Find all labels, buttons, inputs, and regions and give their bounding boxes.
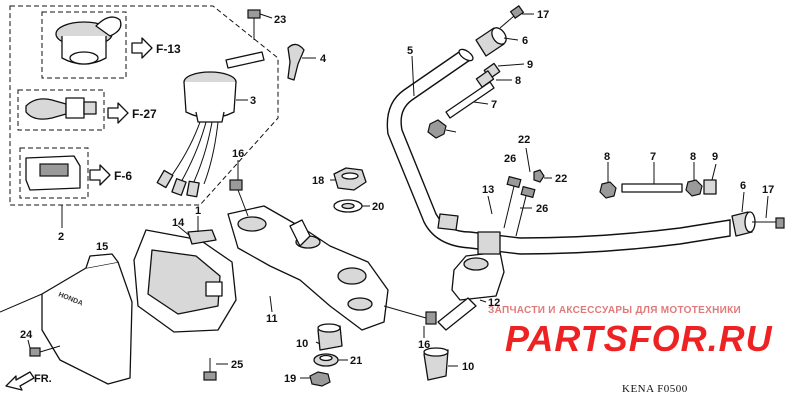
- inset-key-cap-box: [41, 11, 127, 79]
- ignition-cap-part: [55, 16, 122, 65]
- bolt-25-part: [203, 358, 217, 381]
- inset-seat-lock-box: [19, 147, 89, 199]
- front-arrow-icon: [5, 371, 35, 391]
- callout-10-left: 10: [296, 338, 308, 350]
- callout-11: 11: [266, 313, 278, 325]
- front-marker-label: FR.: [34, 373, 52, 385]
- handlebar-part: [386, 48, 731, 255]
- key-4-part: [287, 43, 305, 81]
- stem-nut-part: [333, 167, 367, 191]
- washer-21-part: [313, 353, 339, 367]
- callout-17-top: 17: [537, 9, 549, 21]
- key-part: [25, 97, 97, 120]
- bar-end-6b-part: [731, 211, 756, 237]
- watermark-logo: PARTSFOR.RU: [505, 318, 773, 359]
- callout-8-right-b: 8: [690, 151, 696, 163]
- bolt-16a-part: [229, 179, 249, 217]
- callout-13: 13: [482, 184, 494, 196]
- callout-16-upper: 16: [232, 148, 244, 160]
- callout-10-right: 10: [462, 361, 474, 373]
- callout-15: 15: [96, 241, 108, 253]
- callout-9-right: 9: [712, 151, 718, 163]
- ref-label-2: F-27: [132, 107, 157, 121]
- callout-18: 18: [312, 175, 324, 187]
- inset-key-box: [17, 89, 105, 131]
- ref-arrow-1: [131, 37, 153, 59]
- screw-24-part: [29, 345, 61, 357]
- seat-lock-part: [25, 155, 81, 191]
- callout-7-top: 7: [491, 99, 497, 111]
- callout-25: 25: [231, 359, 243, 371]
- diagram-code: KENA F0500: [622, 383, 688, 395]
- handlebar-holder-part: [437, 231, 505, 331]
- ref-arrow-2: [107, 102, 129, 124]
- callout-5: 5: [407, 45, 413, 57]
- callout-26-upper: 26: [504, 153, 516, 165]
- callout-8-top: 8: [515, 75, 521, 87]
- grommet-14-part: [187, 229, 217, 245]
- bolt-17b-part: [752, 217, 785, 229]
- nut-8c-part: [685, 179, 703, 197]
- callout-6-top: 6: [522, 35, 528, 47]
- dust-seal-10b-part: [423, 347, 449, 381]
- nut-8a-part: [427, 119, 447, 139]
- callout-1: 1: [195, 205, 201, 217]
- leader-lines: [0, 13, 769, 379]
- nut-8b-part: [599, 181, 617, 199]
- callout-7-right: 7: [650, 151, 656, 163]
- callout-22-upper: 22: [518, 134, 530, 146]
- meter-cover-part: [41, 253, 133, 385]
- nut-19-part: [309, 371, 331, 387]
- bolt-16b-part: [383, 305, 437, 325]
- callout-21: 21: [350, 355, 362, 367]
- top-bridge-part: [227, 205, 389, 331]
- callout-9-top: 9: [527, 59, 533, 71]
- callout-3: 3: [250, 95, 256, 107]
- callout-20: 20: [372, 201, 384, 213]
- callout-12: 12: [488, 297, 500, 309]
- callout-17-right: 17: [762, 184, 774, 196]
- bar-end-6a-part: [475, 27, 507, 57]
- holder-bolts-part: [503, 169, 545, 237]
- callout-22-right: 22: [555, 173, 567, 185]
- callout-6-right: 6: [740, 180, 746, 192]
- ref-label-1: F-13: [156, 42, 181, 56]
- callout-4: 4: [320, 53, 327, 65]
- weight-rod-7a-part: [445, 70, 495, 119]
- ignition-switch-part: [156, 51, 265, 198]
- washer-part: [333, 199, 363, 213]
- ref-arrow-3: [89, 164, 111, 186]
- callout-19: 19: [284, 373, 296, 385]
- callout-26-lower: 26: [536, 203, 548, 215]
- callout-24: 24: [20, 329, 33, 341]
- callout-14: 14: [172, 217, 185, 229]
- meter-bracket-part: [133, 229, 237, 333]
- callout-23: 23: [274, 14, 286, 26]
- inset-frame: [9, 5, 279, 206]
- collar-9b-part: [703, 179, 717, 195]
- watermark-tagline: ЗАПЧАСТИ И АКСЕССУАРЫ ДЛЯ МОТОТЕХНИКИ: [488, 305, 741, 316]
- dust-seal-10a-part: [317, 323, 343, 351]
- ref-label-3: F-6: [114, 169, 132, 183]
- weight-rod-7b-part: [621, 183, 683, 193]
- callout-16-lower: 16: [418, 339, 430, 351]
- bolt-17a-part: [499, 5, 525, 29]
- callout-8-right-a: 8: [604, 151, 610, 163]
- callout-2: 2: [58, 231, 64, 243]
